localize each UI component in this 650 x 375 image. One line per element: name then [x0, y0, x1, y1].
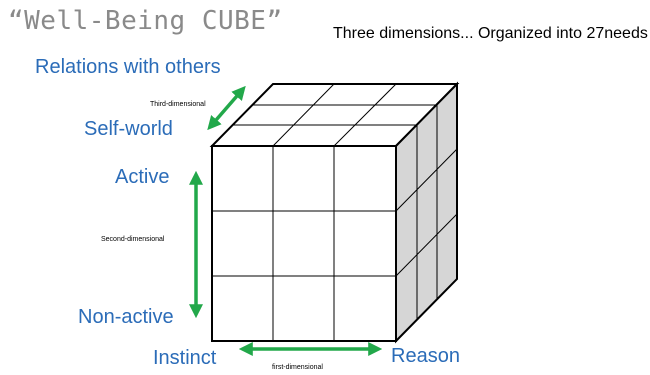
label-self-world: Self-world	[84, 118, 173, 140]
label-reason: Reason	[391, 345, 460, 367]
caption-second-dimensional: Second-dimensional	[101, 236, 165, 243]
label-non-active: Non-active	[78, 306, 174, 328]
caption-third-dimensional: Third-dimensional	[150, 101, 206, 108]
diagram-title: “Well-Being CUBE”	[8, 6, 283, 36]
arrow-third-dimension	[207, 85, 246, 131]
cube-right-grid-line	[395, 148, 458, 212]
label-relations-with-others: Relations with others	[35, 56, 221, 78]
label-active: Active	[115, 166, 170, 188]
cube-right-grid-line	[395, 213, 458, 277]
cube-front-face	[211, 145, 397, 342]
caption-first-dimensional: first-dimensional	[272, 364, 323, 371]
cube-top-grid-line	[333, 83, 397, 147]
cube-top-grid-line	[272, 83, 335, 147]
cube	[209, 81, 460, 344]
diagram-subtitle: Three dimensions... Organized into 27nee…	[333, 25, 648, 42]
label-instinct: Instinct	[153, 347, 217, 369]
